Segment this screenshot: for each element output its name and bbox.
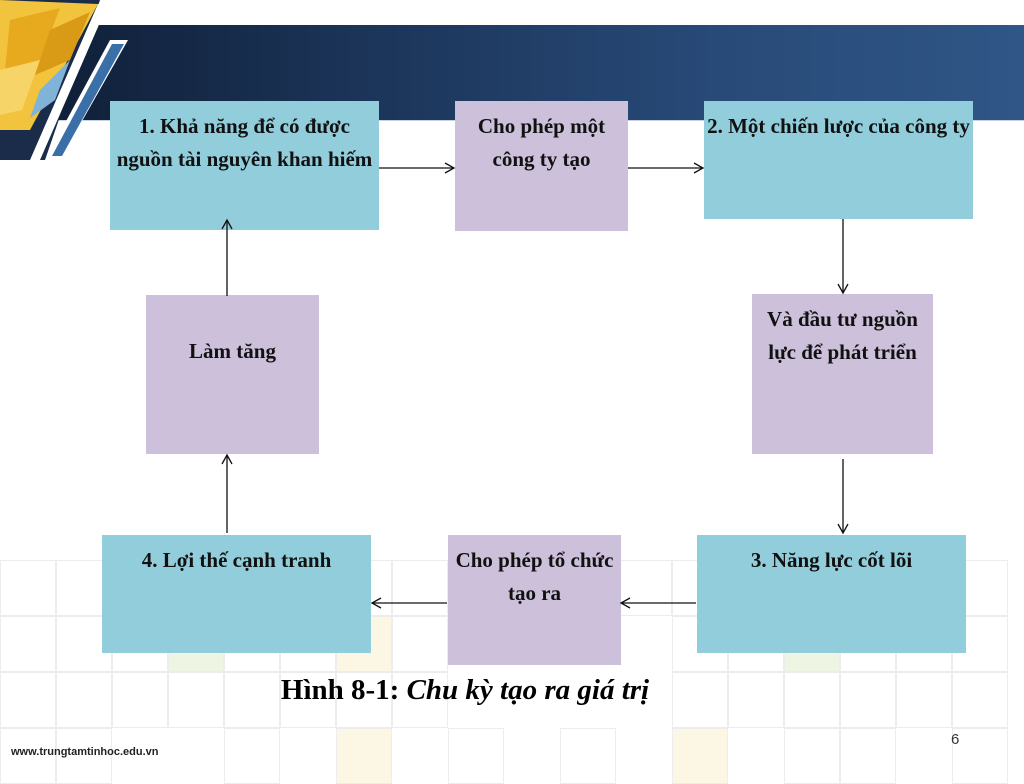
box-step2-strategy: 2. Một chiến lược của công ty <box>704 101 973 219</box>
box-step3-text: 3. Năng lực cốt lõi <box>750 548 913 572</box>
box-invest-resources: Và đầu tư nguồn lực để phát triển <box>752 294 933 454</box>
connector-arrows <box>221 162 849 609</box>
footer-website: www.trungtamtinhoc.edu.vn <box>11 746 159 758</box>
corner-logo-image <box>0 0 128 160</box>
box-step4-competitive-advantage: 4. Lợi thế cạnh tranh <box>102 535 371 653</box>
page-number: 6 <box>951 731 960 748</box>
caption-prefix: Hình 8-1: <box>280 674 407 706</box>
box-enable-create-text: Cho phép một công ty tạo <box>477 114 606 171</box>
figure-caption: Hình 8-1: Chu kỳ tạo ra giá trị <box>0 674 930 707</box>
box-increase: Làm tăng <box>146 295 319 454</box>
box-step1-scarce-resources: 1. Khả năng để có được nguồn tài nguyên … <box>110 101 379 230</box>
box-enable-org-text: Cho phép tổ chức tạo ra <box>455 548 614 605</box>
box-step3-core-competence: 3. Năng lực cốt lõi <box>697 535 966 653</box>
box-invest-text: Và đầu tư nguồn lực để phát triển <box>767 307 918 364</box>
box-step4-text: 4. Lợi thế cạnh tranh <box>141 548 332 572</box>
box-step2-text: 2. Một chiến lược của công ty <box>707 114 970 138</box>
box-enable-org-create: Cho phép tổ chức tạo ra <box>448 535 621 665</box>
box-increase-text: Làm tăng <box>189 339 276 363</box>
box-step1-text: 1. Khả năng để có được nguồn tài nguyên … <box>116 114 373 171</box>
box-enable-company-create: Cho phép một công ty tạo <box>455 101 628 231</box>
caption-title: Chu kỳ tạo ra giá trị <box>406 674 650 706</box>
